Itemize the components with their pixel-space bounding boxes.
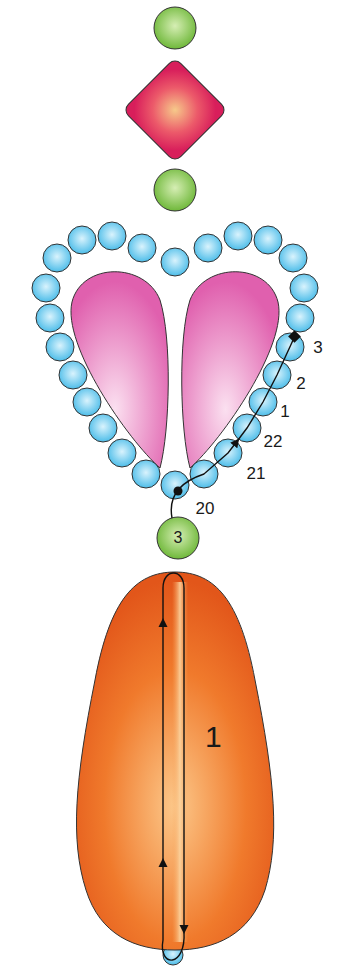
callout-number: 21 <box>247 465 266 482</box>
callout-number: 22 <box>264 433 283 450</box>
callout-number: 20 <box>196 500 215 517</box>
callout-number: 2 <box>296 375 305 392</box>
seed-bead <box>249 388 277 416</box>
seed-bead <box>128 234 156 262</box>
seed-bead <box>46 333 74 361</box>
seed-bead <box>36 304 64 332</box>
seed-bead <box>32 274 60 302</box>
seed-bead <box>68 226 96 254</box>
seed-bead <box>224 222 252 250</box>
seed-bead <box>194 234 222 262</box>
drop-bead: 1 <box>75 572 275 950</box>
seed-bead <box>263 361 291 389</box>
diamond-bead <box>123 58 228 163</box>
seed-bead <box>43 244 71 272</box>
callout-number: 3 <box>313 339 322 356</box>
seed-bead <box>161 471 189 499</box>
seed-bead <box>214 439 242 467</box>
start-dot <box>174 487 183 496</box>
seed-bead <box>59 361 87 389</box>
seed-bead: 3 <box>156 516 200 560</box>
seed-bead <box>276 333 304 361</box>
callout-number: 1 <box>280 403 289 420</box>
seed-bead <box>73 388 101 416</box>
seed-bead <box>108 439 136 467</box>
seed-bead <box>254 226 282 254</box>
thread-line <box>238 338 294 440</box>
seed-bead <box>286 304 314 332</box>
seed-bead <box>233 414 261 442</box>
seed-bead <box>98 222 126 250</box>
callout-number: 3 <box>174 530 183 546</box>
seed-bead <box>290 274 318 302</box>
end-marker <box>288 330 301 343</box>
thread-line <box>171 440 238 518</box>
seed-bead <box>161 248 189 276</box>
seed-bead <box>190 460 218 488</box>
seed-bead <box>132 460 160 488</box>
seed-bead-ring <box>32 222 318 499</box>
bead-outline <box>75 572 275 950</box>
seed-bead <box>279 244 307 272</box>
seed-bead <box>154 169 196 211</box>
seed-bead <box>154 7 196 49</box>
seed-bead <box>89 414 117 442</box>
callout-number: 1 <box>205 722 222 752</box>
